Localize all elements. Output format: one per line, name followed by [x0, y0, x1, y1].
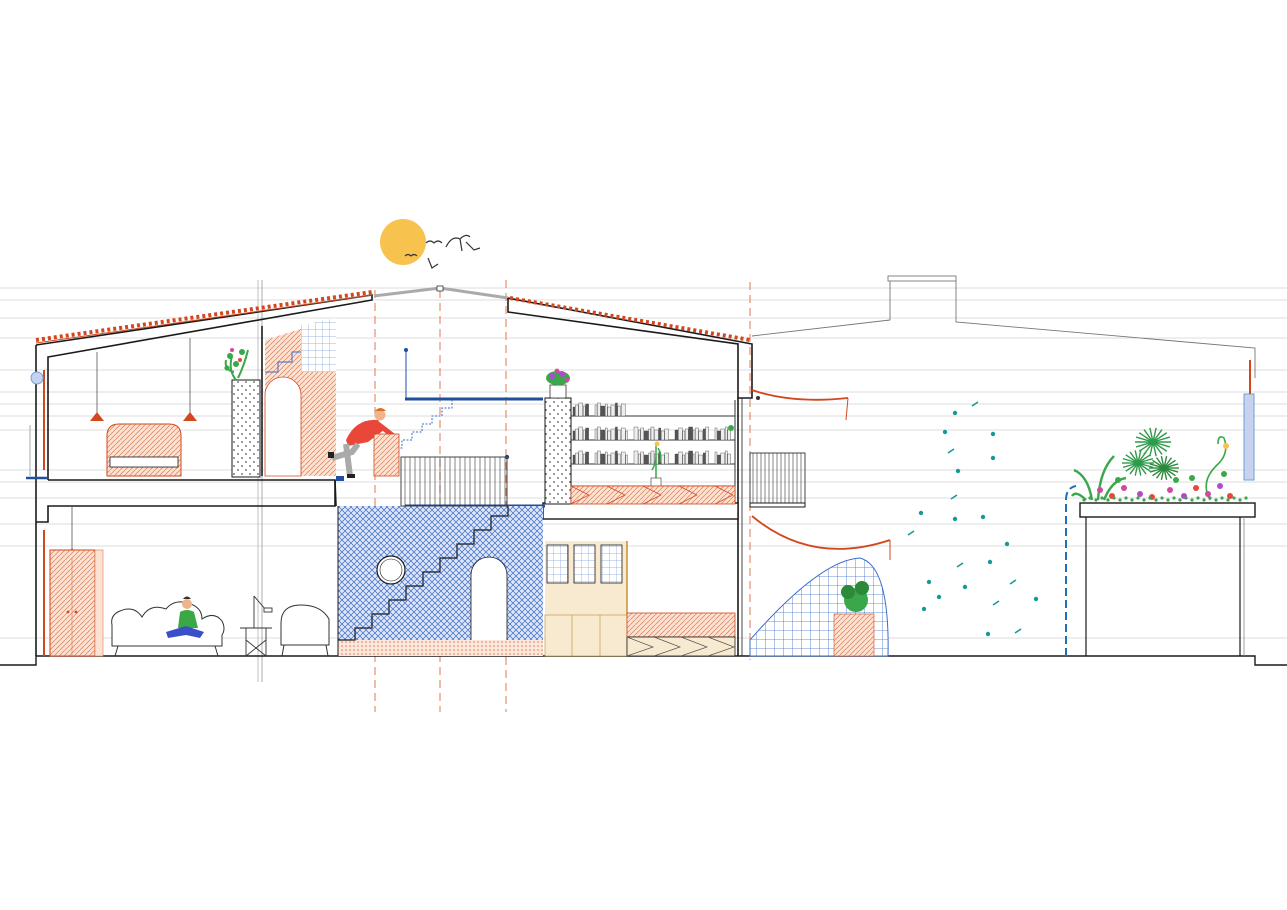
railing-center	[400, 454, 510, 507]
wall-stars	[907, 401, 1039, 637]
potted-plant-icon	[546, 368, 570, 399]
patterned-column-left	[231, 379, 261, 478]
stair-hall	[337, 506, 543, 657]
neighbour-building-outline	[751, 275, 1256, 378]
roof-tiles-right	[509, 296, 751, 342]
person-figure-icon	[328, 408, 398, 478]
person-figure-icon	[166, 596, 204, 638]
patterned-column-middle	[544, 397, 572, 505]
middle-house-walls	[507, 297, 753, 656]
sun-icon	[380, 219, 426, 265]
upper-landing-post	[404, 348, 408, 399]
bed	[106, 423, 182, 477]
sofa	[111, 601, 225, 657]
roof-skylight	[373, 285, 509, 300]
stair-balustrade	[373, 433, 400, 477]
left-wall-pipes	[29, 370, 45, 656]
potted-plant-icon	[1071, 427, 1248, 502]
string-lights	[751, 389, 891, 560]
balcony	[749, 502, 806, 508]
roof-tiles-left	[35, 290, 373, 344]
kitchen	[544, 541, 736, 657]
guide-lines	[0, 287, 1287, 639]
left-house-walls	[35, 294, 373, 656]
side-table-lamp	[240, 595, 273, 657]
shelf-drawers	[570, 485, 736, 505]
potted-plant-icon	[224, 348, 249, 381]
upper-stair	[392, 400, 453, 458]
ground-line	[0, 655, 1287, 666]
railing-balcony	[749, 452, 806, 504]
armchair	[280, 604, 330, 657]
attic-screen	[261, 318, 336, 477]
bookshelf	[571, 400, 736, 504]
roof-garden	[1065, 360, 1256, 656]
bird-icon	[404, 234, 481, 269]
patio-pavilion	[749, 557, 889, 657]
wardrobe	[49, 549, 104, 657]
